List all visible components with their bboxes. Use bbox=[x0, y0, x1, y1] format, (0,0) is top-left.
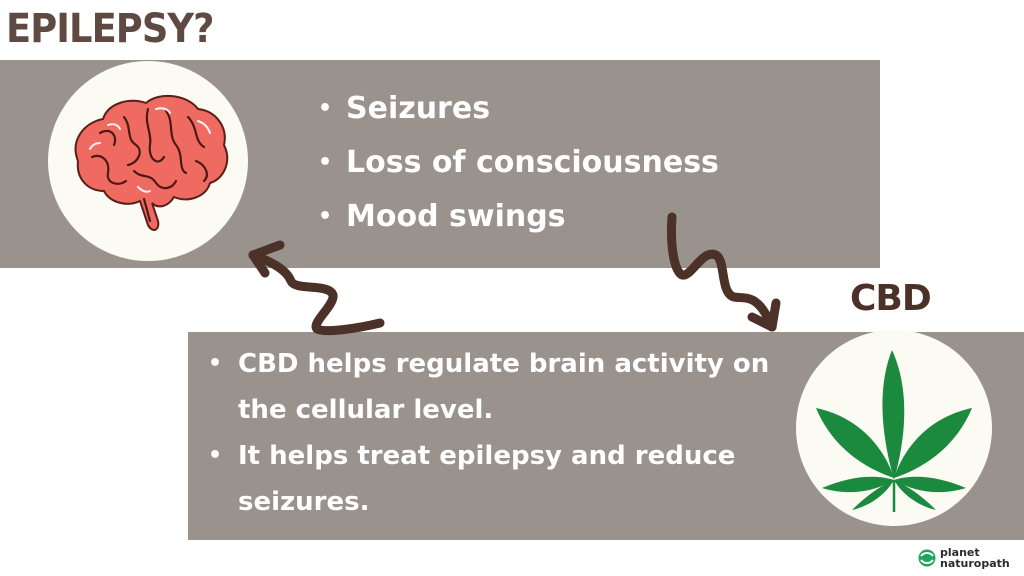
leaf-circle bbox=[796, 330, 992, 526]
benefit-item: CBD helps regulate brain activity on the… bbox=[208, 341, 798, 433]
cbd-benefits-list: CBD helps regulate brain activity on the… bbox=[208, 341, 798, 525]
cannabis-leaf-icon bbox=[816, 350, 972, 512]
logo-text-line1: planet bbox=[940, 546, 980, 559]
squiggle-arrow-down-right-icon bbox=[667, 212, 781, 332]
symptom-list: Seizures Loss of consciousness Mood swin… bbox=[318, 82, 719, 244]
brain-icon bbox=[74, 94, 229, 231]
planet-naturopath-logo: planet naturopath bbox=[918, 547, 1010, 569]
benefit-item: It helps treat epilepsy and reduce seizu… bbox=[208, 433, 798, 525]
symptom-item: Mood swings bbox=[318, 190, 719, 244]
page-title: EPILEPSY? bbox=[6, 6, 215, 52]
brain-circle bbox=[48, 61, 248, 261]
cbd-label: CBD bbox=[850, 278, 932, 319]
squiggle-arrow-up-left-icon bbox=[248, 240, 385, 336]
symptom-item: Seizures bbox=[318, 82, 719, 136]
symptom-item: Loss of consciousness bbox=[318, 136, 719, 190]
planet-naturopath-logo-icon bbox=[918, 549, 936, 567]
logo-text-line2: naturopath bbox=[940, 557, 1010, 570]
